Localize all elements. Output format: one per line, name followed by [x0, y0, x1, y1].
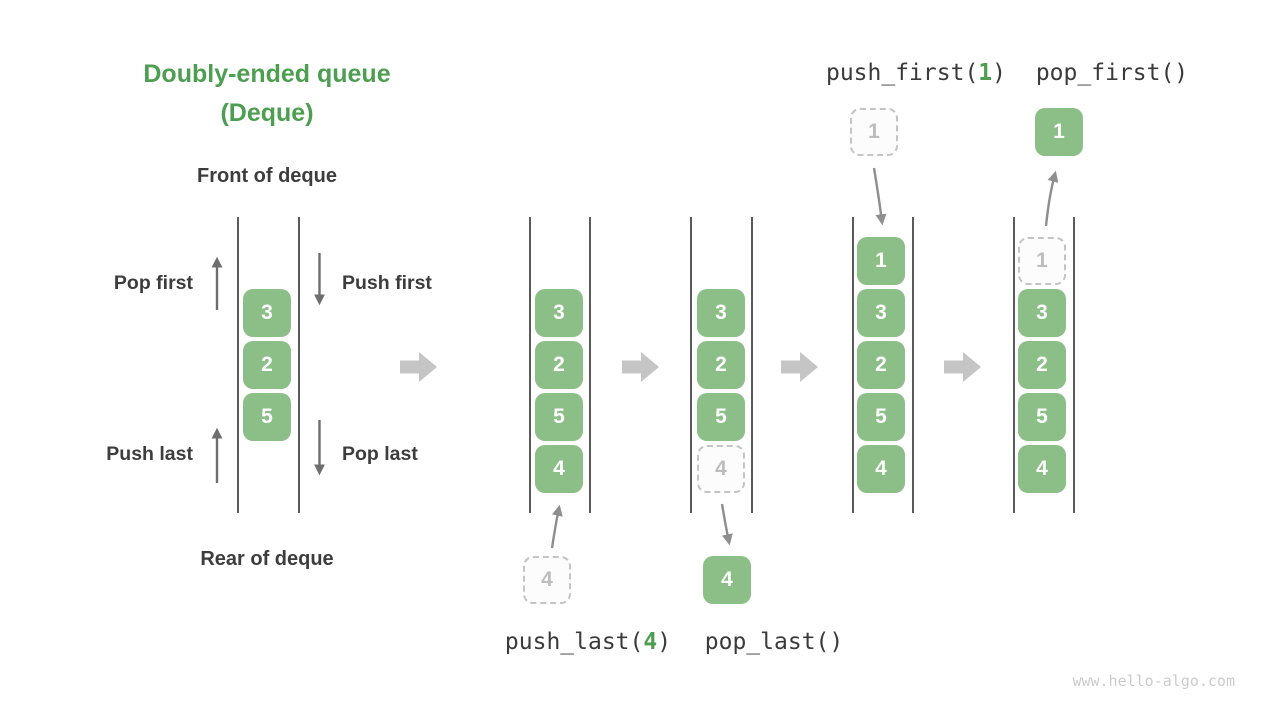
pop-last-output-cell: 4 — [703, 556, 751, 604]
queue-cell: 3 — [243, 289, 291, 337]
pop-first-label: Pop first — [113, 272, 193, 294]
queue-wall — [751, 217, 753, 513]
next-step-arrow-icon — [622, 352, 659, 382]
queue-cell: 3 — [535, 289, 583, 337]
pop-first-output-cell: 1 — [1035, 108, 1083, 156]
push-first-insert-arrow-icon — [872, 167, 887, 226]
rear-of-deque-label: Rear of deque — [200, 548, 334, 570]
queue-cell: 4 — [1018, 445, 1066, 493]
push-first-label: Push first — [342, 272, 432, 294]
diagram-title-line2: (Deque) — [220, 99, 314, 127]
queue-wall — [589, 217, 591, 513]
queue-wall — [852, 217, 854, 513]
diagram-title-line1: Doubly-ended queue — [143, 60, 391, 88]
pop-last-label: Pop last — [342, 443, 418, 465]
queue-wall — [1073, 217, 1075, 513]
queue-wall — [298, 217, 300, 513]
push-last-input-cell: 4 — [523, 556, 571, 604]
next-step-arrow-icon — [944, 352, 981, 382]
next-step-arrow-icon — [781, 352, 818, 382]
queue-wall — [690, 217, 692, 513]
code-prefix: push_first( — [825, 60, 979, 86]
push-first-input-cell: 1 — [850, 108, 898, 156]
queue-cell: 2 — [243, 341, 291, 389]
queue-cell: 5 — [535, 393, 583, 441]
queue-cell: 2 — [535, 341, 583, 389]
push-last-call-label: push_last(4) — [505, 629, 671, 655]
code-arg: 4 — [643, 629, 658, 655]
pop-first-remove-arrow-icon — [1044, 170, 1059, 227]
queue-wall — [237, 217, 239, 513]
queue-cell: 5 — [697, 393, 745, 441]
pop-last-call-label: pop_last() — [704, 629, 844, 655]
queue-cell: 4 — [857, 445, 905, 493]
queue-cell: 2 — [857, 341, 905, 389]
queue-wall — [529, 217, 531, 513]
queue-cell: 2 — [697, 341, 745, 389]
queue-cell: 3 — [1018, 289, 1066, 337]
queue-cell: 1 — [857, 237, 905, 285]
queue-cell: 3 — [857, 289, 905, 337]
queue-wall — [1013, 217, 1015, 513]
queue-cell: 5 — [857, 393, 905, 441]
code-arg: 1 — [978, 60, 993, 86]
queue-wall — [912, 217, 914, 513]
pop-last-remove-arrow-icon — [720, 503, 733, 546]
code-prefix: push_last( — [504, 629, 644, 655]
push-first-call-label: push_first(1) — [826, 60, 1006, 86]
popped-ghost-cell: 4 — [697, 445, 745, 493]
queue-cell: 4 — [535, 445, 583, 493]
queue-cell: 5 — [243, 393, 291, 441]
push-last-insert-arrow-icon — [550, 504, 563, 549]
pop-first-call-label: pop_first() — [1035, 60, 1189, 86]
code-suffix: ) — [657, 629, 672, 655]
queue-cell: 2 — [1018, 341, 1066, 389]
front-of-deque-label: Front of deque — [197, 165, 337, 187]
watermark: www.hello-algo.com — [1072, 672, 1235, 690]
code-suffix: ) — [992, 60, 1007, 86]
push-last-label: Push last — [106, 443, 193, 465]
queue-cell: 3 — [697, 289, 745, 337]
next-step-arrow-icon — [400, 352, 437, 382]
queue-cell: 5 — [1018, 393, 1066, 441]
popped-ghost-cell: 1 — [1018, 237, 1066, 285]
